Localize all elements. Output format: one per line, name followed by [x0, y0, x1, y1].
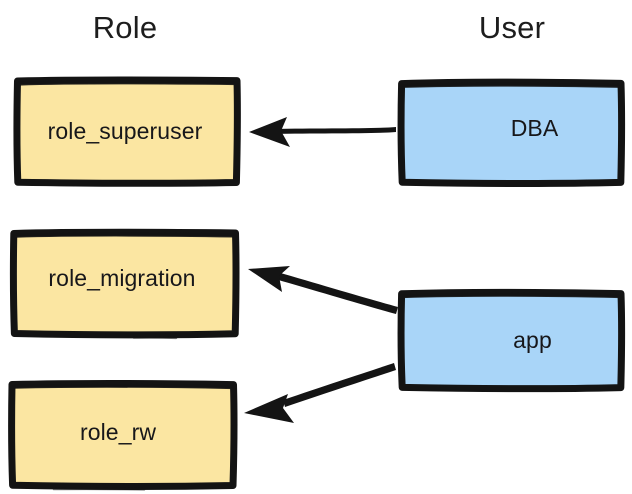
node-app[interactable]: app [397, 288, 626, 393]
node-label-dba: DBA [510, 114, 559, 141]
column-header-role: Role [92, 10, 158, 45]
edge-app-to-role-rw [244, 363, 396, 423]
node-role-superuser[interactable]: role_superuser [13, 76, 241, 187]
edge-app-to-role-migration [248, 266, 398, 314]
column-header-user: User [478, 10, 546, 45]
node-role-migration[interactable]: role_migration [9, 228, 240, 340]
edge-dba-to-role-superuser [249, 117, 396, 147]
node-label-role-rw: role_rw [79, 418, 157, 445]
node-label-app: app [513, 327, 552, 353]
node-label-role-superuser: role_superuser [47, 117, 203, 144]
node-label-role-migration: role_migration [48, 265, 196, 291]
node-role-rw[interactable]: role_rw [8, 380, 238, 491]
node-shape-app [397, 288, 626, 393]
node-dba[interactable]: DBA [397, 78, 626, 187]
